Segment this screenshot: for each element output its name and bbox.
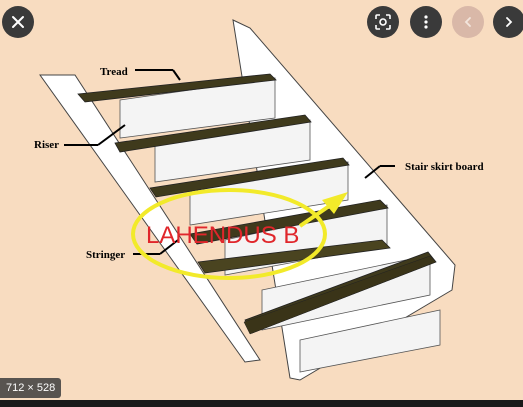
- lens-icon: [375, 14, 391, 30]
- tread-shape: [149, 157, 350, 198]
- tread-label: Tread: [100, 66, 128, 78]
- tread-shape: [243, 255, 437, 335]
- tread-shape: [189, 199, 389, 245]
- more-options-button[interactable]: [410, 6, 442, 38]
- stringer-label: Stringer: [86, 249, 125, 261]
- close-icon: [12, 16, 24, 28]
- highlight-arrowhead: [322, 192, 348, 214]
- tread-shape: [114, 114, 312, 153]
- next-image-button[interactable]: [493, 6, 523, 38]
- close-button[interactable]: [2, 6, 34, 38]
- skirt-board-label: Stair skirt board: [405, 161, 484, 173]
- highlight-ellipse: [131, 188, 327, 280]
- bottom-bar: [0, 400, 523, 407]
- overlay-answer-text: LAHENDUS B: [146, 222, 299, 249]
- image-dimensions-badge: 712 × 528: [0, 378, 62, 398]
- riser-shape: [299, 309, 441, 373]
- lens-search-button[interactable]: [367, 6, 399, 38]
- tread-shape: [77, 73, 277, 103]
- previous-image-button[interactable]: [452, 6, 484, 38]
- more-vert-icon: [424, 15, 428, 29]
- riser-label: Riser: [34, 139, 59, 151]
- stringer-shape: [39, 74, 261, 363]
- chevron-right-icon: [506, 17, 513, 27]
- chevron-left-icon: [464, 17, 471, 27]
